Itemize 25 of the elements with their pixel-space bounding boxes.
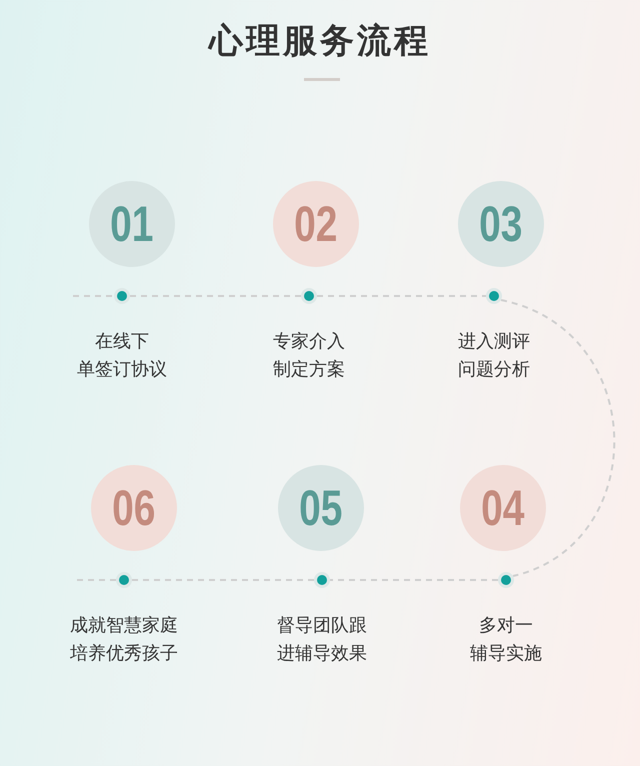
step-number: 05 <box>299 479 343 537</box>
step-number: 01 <box>110 195 154 253</box>
step-number: 03 <box>479 195 523 253</box>
dashed-connector <box>317 295 486 297</box>
step-description: 进入测评问题分析 <box>457 330 531 382</box>
step-description: 专家介入制定方案 <box>272 330 346 382</box>
step-description: 督导团队跟进辅导效果 <box>276 614 368 666</box>
timeline-dot <box>489 291 499 301</box>
title: 心理服务流程 <box>209 20 431 63</box>
step-description: 成就智慧家庭培养优秀孩子 <box>69 614 179 666</box>
timeline-dot <box>501 575 511 585</box>
timeline-dot <box>317 575 327 585</box>
step-description: 多对一辅导实施 <box>469 614 543 666</box>
dashed-connector <box>130 295 301 297</box>
step-number: 02 <box>294 195 338 253</box>
dashed-connector <box>500 299 616 577</box>
dashed-connector <box>73 295 114 297</box>
timeline-dot <box>304 291 314 301</box>
step-description: 在线下单签订协议 <box>76 330 168 382</box>
dashed-connector <box>330 579 498 581</box>
timeline-dot <box>117 291 127 301</box>
timeline-dot <box>119 575 129 585</box>
dashed-connector <box>132 579 314 581</box>
step-number: 06 <box>112 479 156 537</box>
step-number: 04 <box>481 479 525 537</box>
